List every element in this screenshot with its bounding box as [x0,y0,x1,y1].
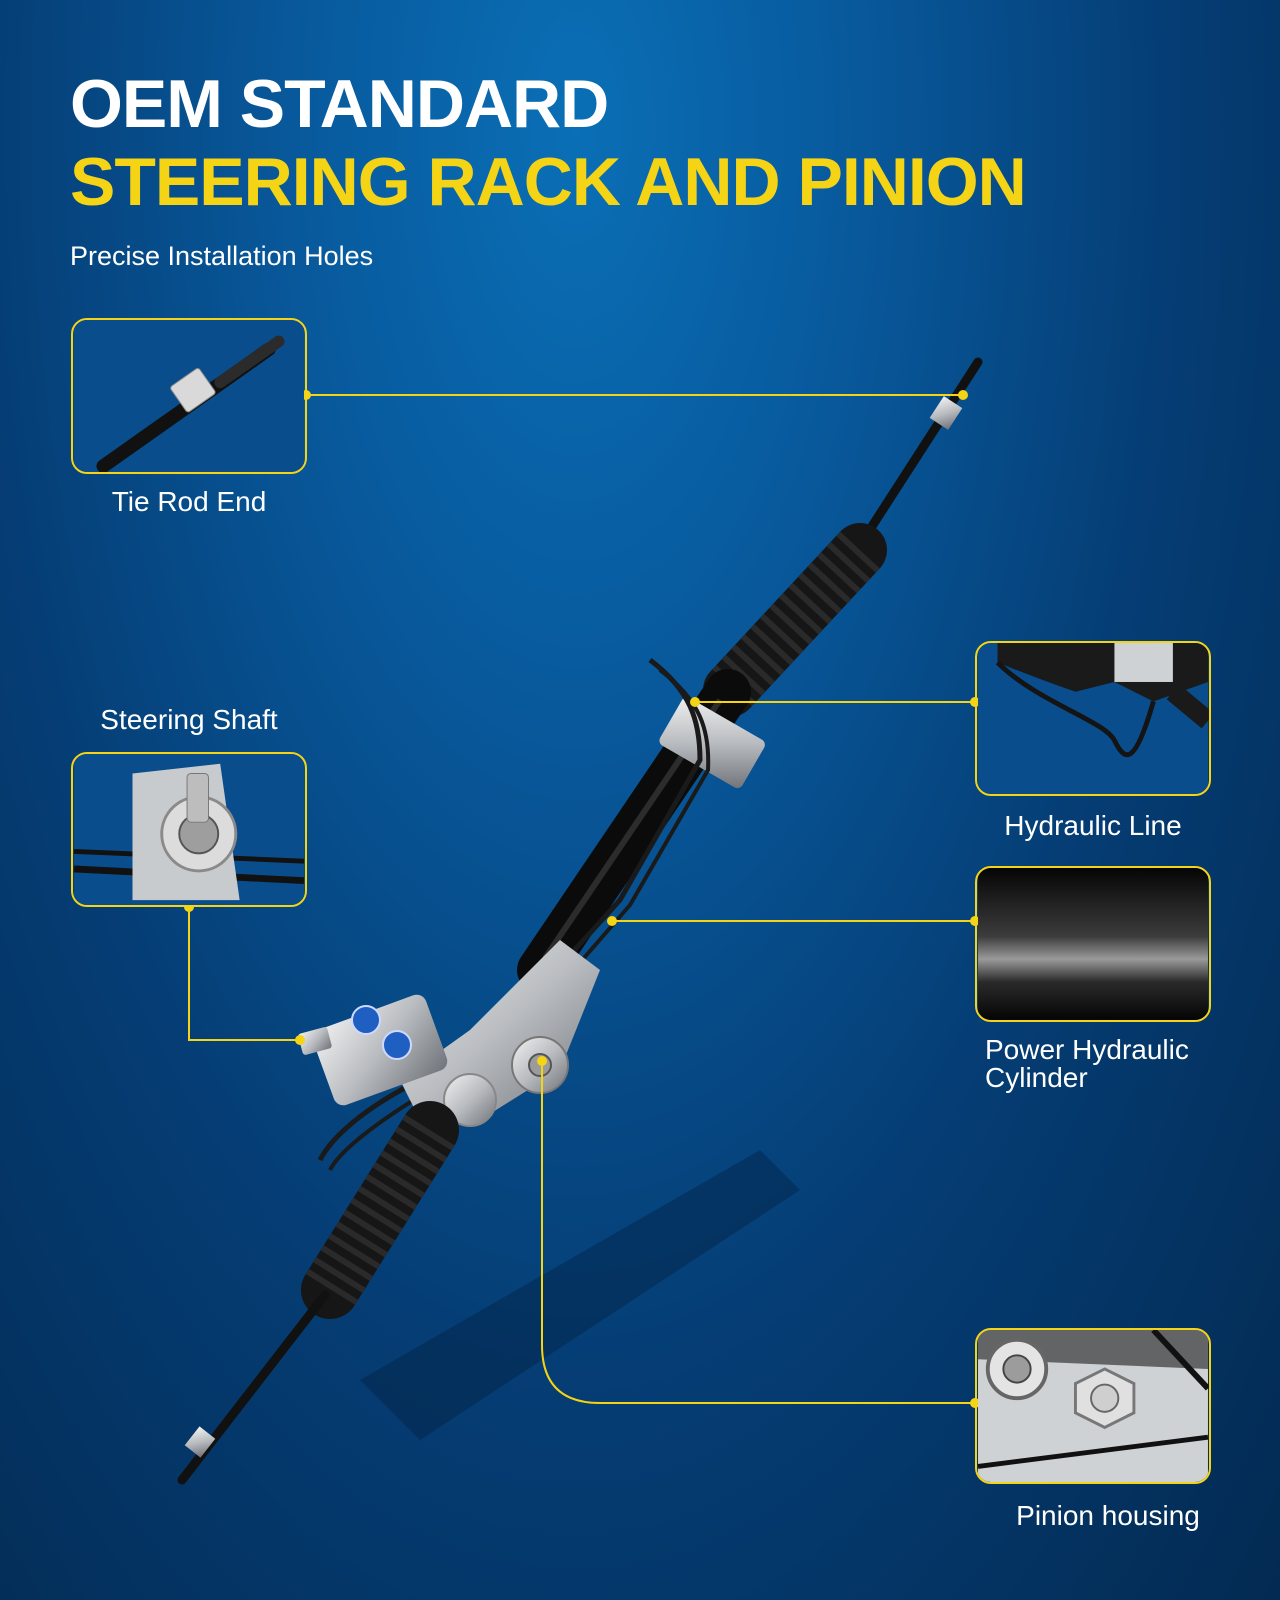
label-power-hydraulic-cylinder-line1: Power Hydraulic [985,1034,1189,1065]
power-hydraulic-cylinder-image [978,868,1208,1020]
connector-steering-shaft [188,907,300,1041]
page-subtitle: Precise Installation Holes [70,241,374,271]
lower-tie-rod-nut [184,1426,216,1458]
hydraulic-line-image [978,643,1209,794]
thumb-power-hydraulic-cylinder [975,866,1211,1022]
thumb-hydraulic-line [975,641,1211,796]
label-power-hydraulic-cylinder: Power Hydraulic Cylinder [985,1036,1189,1092]
mount-clamp [659,697,765,789]
label-hydraulic-line: Hydraulic Line [1004,810,1182,841]
product-shadow [360,1150,800,1440]
page-title-highlight: STEERING RACK AND PINION [70,144,1027,220]
label-pinion-housing: Pinion housing [1016,1500,1200,1531]
thumb-pinion-housing [975,1328,1211,1484]
lower-bellows [301,1101,459,1319]
label-power-hydraulic-cylinder-line2: Cylinder [985,1062,1088,1093]
thumb-tie-rod-end [71,318,307,474]
callout-connectors [188,394,975,1404]
valve-body [312,994,448,1106]
page-title: OEM STANDARD [70,66,609,142]
upper-tie-rod-nut [929,396,963,430]
pinion-housing-image [977,1330,1209,1482]
label-steering-shaft: Steering Shaft [100,704,278,735]
tie-rod-end-image [74,320,304,472]
upper-bellows [703,523,887,717]
connector-pinion-housing [541,1061,975,1404]
thumb-steering-shaft [71,752,307,907]
label-tie-rod-end: Tie Rod End [111,486,267,517]
steering-shaft-spline [298,1027,332,1055]
upper-tie-rod [853,357,983,553]
steering-shaft-image [73,754,305,905]
